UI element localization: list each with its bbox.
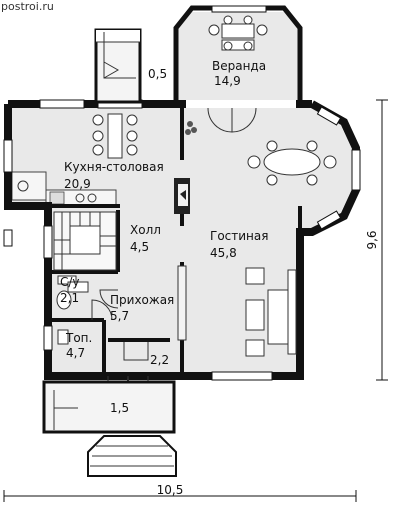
dimension-height: 9,6 <box>365 230 379 249</box>
room-kitchen-area: 20,9 <box>64 177 91 191</box>
room-kitchen-name: Кухня-столовая <box>64 160 164 174</box>
entrance-shelf <box>177 265 187 341</box>
site-watermark: postroi.ru <box>1 0 54 13</box>
porch-bottom-area: 1,5 <box>110 401 129 415</box>
porch-top <box>94 28 142 104</box>
stairs <box>53 211 117 271</box>
room-wc-name: С/у <box>60 275 80 289</box>
porch-top-area: 0,5 <box>148 67 167 81</box>
wc-fixtures <box>56 275 89 310</box>
room-hall-name: Холл <box>130 223 161 237</box>
room-wc-area: 2,1 <box>60 291 79 305</box>
boiler-unit <box>57 329 69 345</box>
plant-icon <box>185 121 197 135</box>
dimension-width: 10,5 <box>157 483 184 497</box>
room-boiler-area: 4,7 <box>66 346 85 360</box>
dimension-lines <box>3 99 388 502</box>
porch-bottom <box>42 380 177 477</box>
windows <box>3 5 361 381</box>
kitchen-dining-table <box>92 113 138 159</box>
room-veranda-name: Веранда <box>212 59 266 73</box>
room-closet-area: 2,2 <box>150 353 169 367</box>
living-sofa-set <box>245 267 297 357</box>
room-boiler-name: Топ. <box>65 331 92 345</box>
room-labels: Веранда 14,9 Кухня-столовая 20,9 Холл 4,… <box>60 59 379 497</box>
kitchen-counter <box>11 171 117 207</box>
room-living-area: 45,8 <box>210 246 237 260</box>
room-hall-area: 4,5 <box>130 240 149 254</box>
living-oval-table <box>247 140 337 186</box>
room-living-name: Гостиная <box>210 229 268 243</box>
room-veranda-area: 14,9 <box>214 74 241 88</box>
fireplace <box>174 178 190 214</box>
room-entrance-area: 5,7 <box>110 309 129 323</box>
room-entrance-name: Прихожая <box>110 293 174 307</box>
veranda-table <box>208 15 268 51</box>
